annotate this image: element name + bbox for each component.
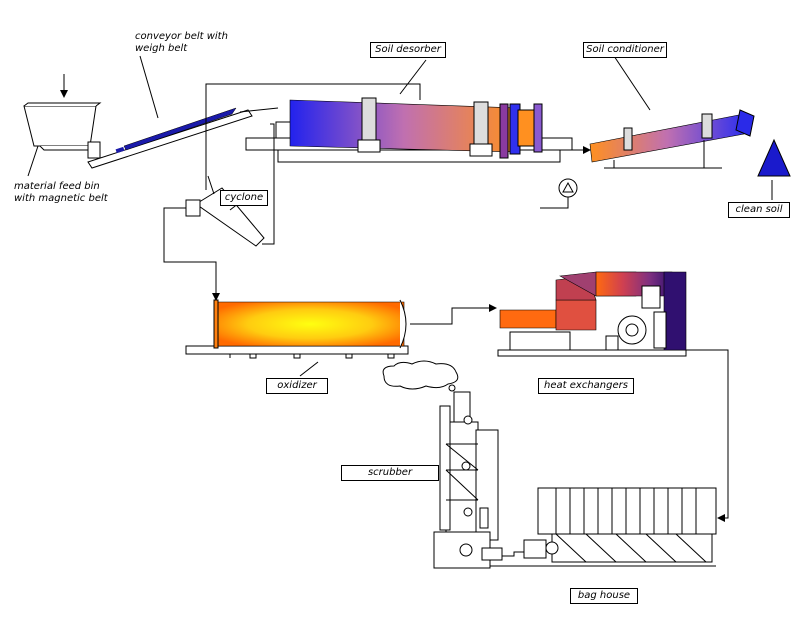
- exchanger-to-baghouse-line: [686, 349, 729, 522]
- flow-lines-upper: [163, 83, 421, 301]
- heat-exchangers: [497, 271, 687, 357]
- soil-desorber: [245, 59, 573, 163]
- soil-conditioner-label: Soil conditioner: [583, 42, 667, 58]
- oxidizer-to-exchanger-line: [410, 304, 497, 325]
- scrubber-label: scrubber: [341, 465, 439, 481]
- cyclone-label: cyclone: [220, 190, 268, 206]
- clean-soil-pile: [757, 138, 791, 177]
- oxidizer-label: oxidizer: [266, 378, 328, 394]
- smoke-cloud-icon: [382, 360, 461, 397]
- heat-exchangers-label: heat exchangers: [538, 378, 634, 394]
- soil-desorber-label: Soil desorber: [370, 42, 446, 58]
- soil-conditioner: [572, 55, 755, 169]
- bag-house: [490, 487, 717, 567]
- oxidizer: [185, 299, 409, 377]
- scrubber: [433, 391, 503, 569]
- conveyor-belt: [87, 55, 279, 169]
- feed-bin-label: material feed bin with magnetic belt: [14, 181, 108, 204]
- material-feed-bin: [23, 74, 102, 177]
- conveyor-label: conveyor belt with weigh belt: [135, 31, 228, 54]
- bag-house-label: bag house: [570, 588, 638, 604]
- clean-soil-label: clean soil: [728, 202, 790, 218]
- cyclone: [185, 175, 265, 247]
- pump-icon: [540, 178, 578, 209]
